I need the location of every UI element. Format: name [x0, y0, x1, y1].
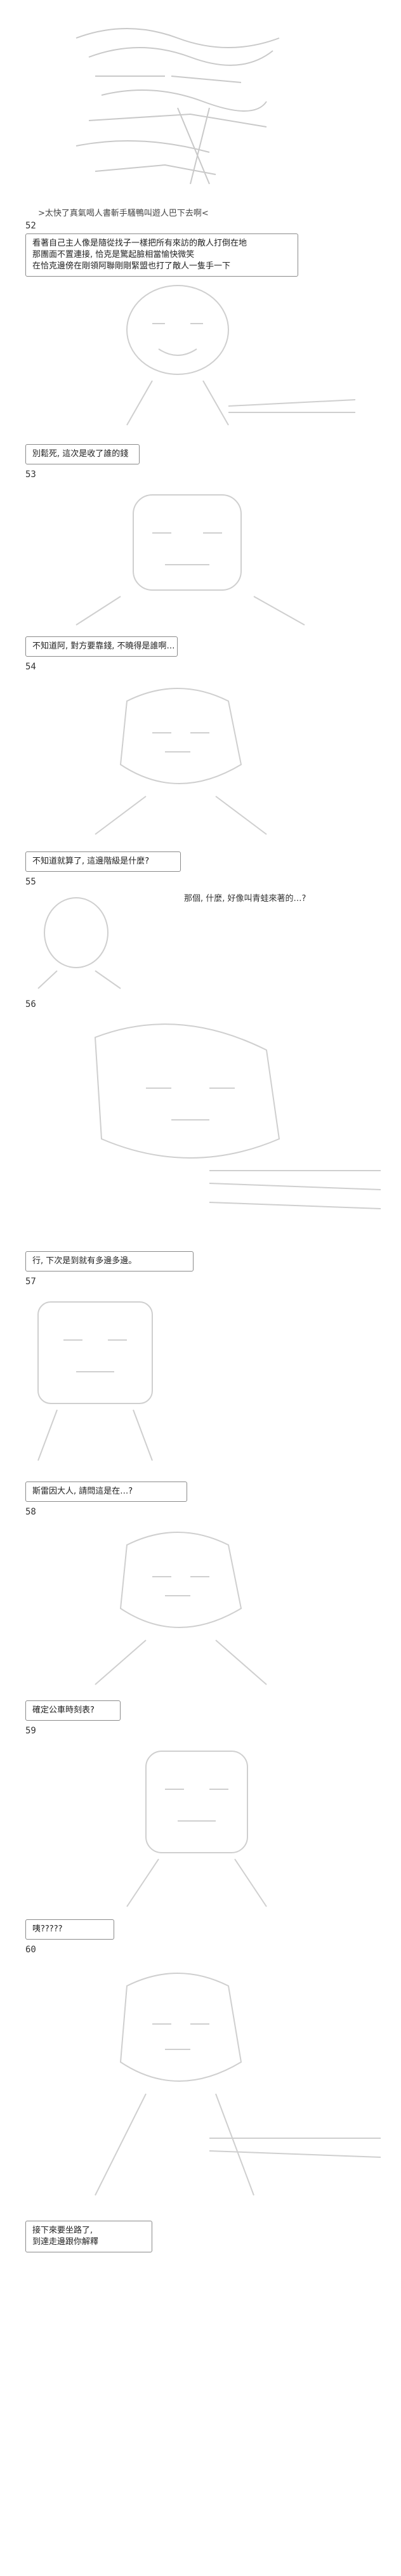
panel-number: 57: [25, 1277, 36, 1287]
figure-art-icon: [76, 494, 305, 626]
panel-caption: >太快了真氣喝人書斬手騷鴨叫遊人巴下去啊<: [38, 209, 209, 218]
dialogue-box: 確定公車時刻表?: [25, 1700, 121, 1721]
figure-art-icon: [37, 1301, 153, 1461]
ascii-art-figure: [0, 279, 401, 431]
dialogue-text: 那個, 什麼, 好像叫青蛙來著的…?: [184, 894, 306, 904]
figure-art-icon: [95, 688, 267, 835]
ascii-art-figure: [0, 482, 401, 628]
dialogue-box: 別鬆死, 這次是收了誰的錢: [25, 444, 140, 464]
dialogue-line: 確定公車時刻表?: [32, 1705, 95, 1715]
dialogue-line: 不知道就算了, 這邊階級是什麼?: [32, 857, 150, 866]
figure-art-icon: [95, 1973, 381, 2196]
figure-art-icon: [94, 1023, 381, 1209]
ascii-art-figure: [0, 1012, 401, 1240]
title-art-icon: [76, 28, 280, 185]
panel-number: 60: [25, 1945, 36, 1955]
figure-art-icon: [126, 1751, 267, 1907]
ascii-art-figure: [0, 1520, 401, 1691]
dialogue-line: 接下來要坐路了,: [32, 2226, 93, 2235]
figure-art-icon: [126, 285, 356, 426]
panel-number: 54: [25, 662, 36, 672]
ascii-art-title: [0, 13, 401, 197]
narration-line: 那團面不置連接, 恰克是驚起臉相當愉快微笑: [32, 250, 195, 260]
dialogue-box: 不知道阿, 對方要靠錢, 不曉得是誰啊…: [25, 636, 178, 657]
dialogue-box: 不知道就算了, 這邊階級是什麼?: [25, 851, 181, 872]
ascii-art-figure: [0, 1289, 401, 1467]
figure-art-icon: [37, 897, 121, 989]
ascii-art-figure: [0, 676, 401, 841]
dialogue-line: 到達走邊跟你解釋: [32, 2237, 99, 2247]
dialogue-line: 咦?????: [32, 1924, 63, 1934]
dialogue-box: 斯雷因大人, 請問這是在…?: [25, 1482, 187, 1502]
dialogue-box: 接下來要坐路了, 到達走邊跟你解釋: [25, 2221, 152, 2252]
dialogue-box: 行, 下次是到就有多邊多邊。: [25, 1251, 194, 1272]
dialogue-line: 不知道阿, 對方要靠錢, 不曉得是誰啊…: [32, 641, 175, 651]
ascii-art-figure: [0, 1961, 401, 2202]
dialogue-box: 咦?????: [25, 1919, 114, 1940]
dialogue-line: 別鬆死, 這次是收了誰的錢: [32, 449, 129, 459]
narration-line: 看著自己主人像是隨從找子一樣把所有來訪的敵人打倒在地: [32, 239, 247, 248]
ascii-art-figure: [0, 1738, 401, 1910]
panel-number: 56: [25, 999, 36, 1009]
panel-number: 55: [25, 877, 36, 887]
dialogue-line: 斯雷因大人, 請問這是在…?: [32, 1487, 133, 1496]
panel-number: 58: [25, 1507, 36, 1517]
panel-number: 53: [25, 470, 36, 480]
dialogue-line: 行, 下次是到就有多邊多邊。: [32, 1256, 137, 1266]
panel-number: 59: [25, 1726, 36, 1736]
narration-line: 在恰克邊傍在剛領阿聯剛剛緊盟也打了敵人一隻手一下: [32, 261, 231, 271]
narration-box: 看著自己主人像是隨從找子一樣把所有來訪的敵人打倒在地 那團面不置連接, 恰克是驚…: [25, 233, 298, 277]
ascii-art-figure: [0, 888, 401, 990]
panel-number: 52: [25, 221, 36, 231]
figure-art-icon: [95, 1532, 267, 1685]
